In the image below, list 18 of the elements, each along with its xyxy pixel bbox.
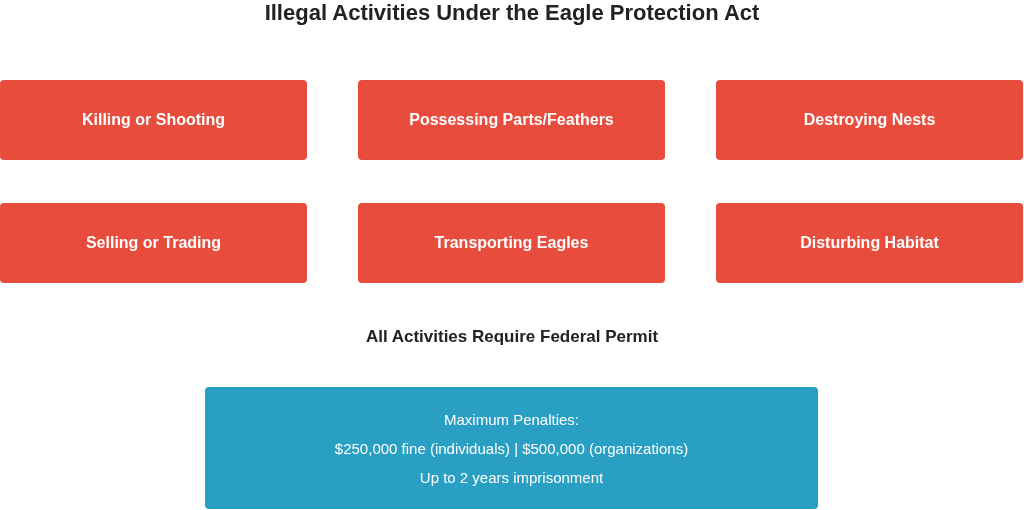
box-text: Up to 2 years imprisonment bbox=[419, 468, 604, 486]
box-text: $250,000 fine (individuals) | $500,000 (organizations) bbox=[334, 439, 689, 457]
activity-box bbox=[358, 203, 665, 283]
box-text: Killing or Shooting bbox=[81, 111, 226, 129]
diagram-title: Illegal Activities Under the Eagle Protection Act bbox=[263, 0, 761, 26]
box-heading: Maximum Penalties: bbox=[443, 410, 579, 428]
activity-box bbox=[716, 80, 1023, 160]
activity-box bbox=[0, 203, 307, 283]
box-text: Disturbing Habitat bbox=[800, 234, 939, 252]
note-text: All Activities Require Federal Permit bbox=[364, 327, 660, 347]
box-text: Possessing Parts/Feathers bbox=[409, 111, 614, 129]
activity-box bbox=[358, 80, 665, 160]
box-text: Selling or Trading bbox=[85, 234, 222, 252]
box-text: Destroying Nests bbox=[803, 111, 936, 129]
penalty-box bbox=[205, 387, 818, 509]
activity-box bbox=[0, 80, 307, 160]
box-text: Transporting Eagles bbox=[434, 234, 589, 252]
activity-box bbox=[716, 203, 1023, 283]
